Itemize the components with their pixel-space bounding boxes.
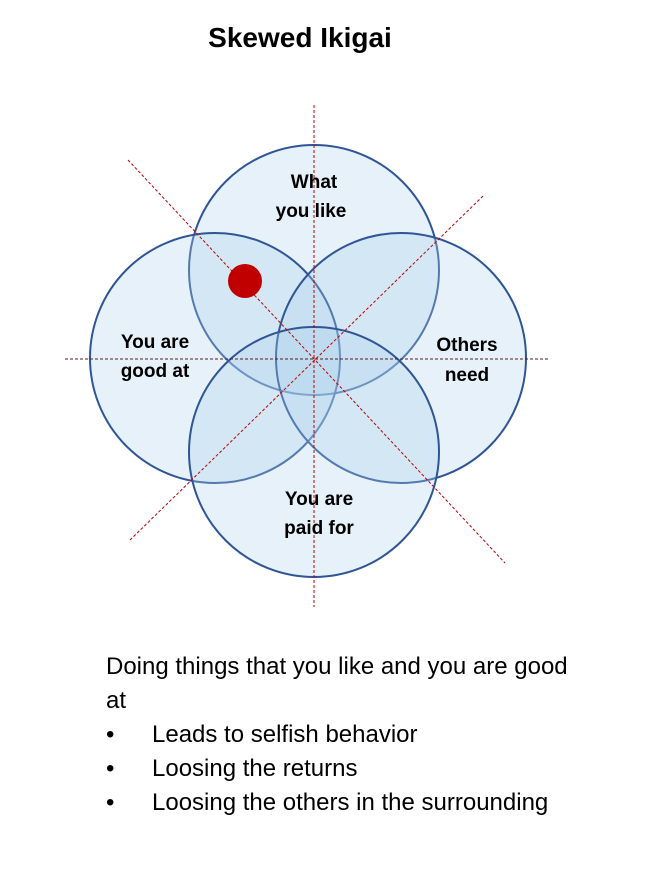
circle-others-need <box>275 232 527 484</box>
bullet-item: •Loosing the others in the surrounding <box>106 789 549 816</box>
diagram-title: Skewed Ikigai <box>208 22 392 53</box>
label-you-like-1: What <box>291 172 338 193</box>
intro-text: Doing things that you like and you are g… <box>106 653 568 714</box>
skew-marker <box>228 264 262 298</box>
diagonal-axis-1 <box>127 159 506 564</box>
bullet-item: •Leads to selfish behavior <box>106 721 418 748</box>
bullet-list: •Leads to selfish behavior •Loosing the … <box>106 718 586 820</box>
label-you-like-2: you like <box>276 201 347 222</box>
circle-good-at <box>89 232 341 484</box>
label-others-need-1: Others <box>436 335 497 356</box>
diagonal-axis-2 <box>129 195 484 541</box>
label-paid-for-1: You are <box>285 489 353 510</box>
label-paid-for-2: paid for <box>284 518 354 539</box>
bullet-text: Loosing the returns <box>152 755 358 782</box>
bullet-item: •Loosing the returns <box>106 755 358 782</box>
label-others-need-2: need <box>445 365 489 386</box>
bullet-text: Loosing the others in the surrounding <box>152 789 549 816</box>
label-good-at-2: good at <box>121 361 190 382</box>
description: Doing things that you like and you are g… <box>106 650 586 820</box>
label-good-at-1: You are <box>121 332 189 353</box>
bullet-text: Leads to selfish behavior <box>152 721 418 748</box>
